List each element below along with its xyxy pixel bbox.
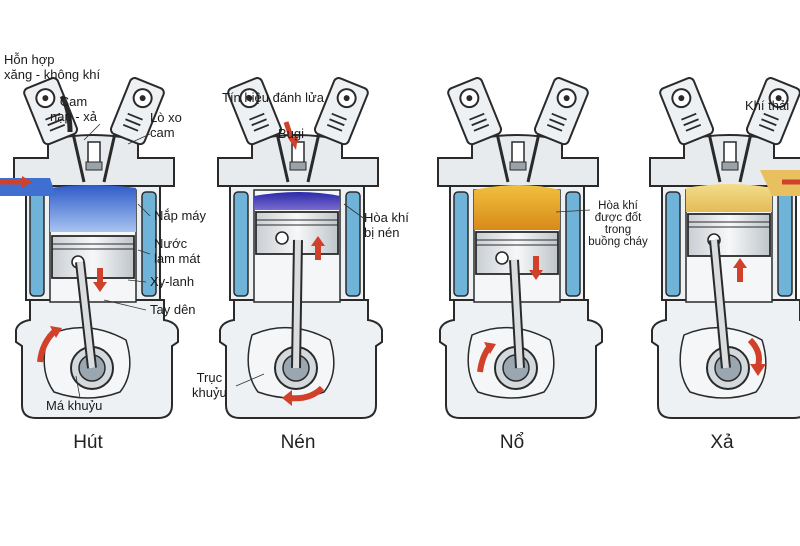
valve-spring-line2: cam <box>150 125 175 140</box>
coolant-line1: Nước <box>154 236 188 251</box>
fuel-mix-line1: Hỗn hợp <box>4 52 55 67</box>
spark-plug-label: Bugi <box>278 126 305 141</box>
stroke-title-exhaust: Xả <box>710 432 734 453</box>
crankshaft-line2: khuỷu <box>192 385 227 400</box>
engine-compression <box>216 75 384 420</box>
crankshaft-line1: Trục <box>196 370 223 385</box>
burned-mix-label: Hòa khí được đốt trong buồng cháy <box>578 200 658 248</box>
cam-line2: nạp - xả <box>50 109 97 124</box>
burned-mix-line1: Hòa khí <box>598 200 638 212</box>
leader-lines <box>75 123 591 399</box>
cam-label: Cam nạp - xả <box>50 94 97 124</box>
connecting-rod-label: Tay dên <box>150 302 196 317</box>
cam-line1: Cam <box>59 94 88 109</box>
stroke-title-intake: Hút <box>73 432 103 453</box>
burned-mix-line4: buồng cháy <box>588 236 648 248</box>
burned-mix-line3: trong <box>604 224 632 236</box>
engine-power <box>436 75 604 420</box>
crank-web-label: Má khuỷu <box>46 398 103 413</box>
exhaust-gas-label: Khí thải <box>745 98 790 113</box>
cylinder-label: Xy-lanh <box>150 274 195 289</box>
compressed-mix-line1: Hòa khí <box>364 210 409 225</box>
stroke-title-power: Nổ <box>499 432 525 453</box>
coolant-line2: làm mát <box>154 251 201 266</box>
valve-spring-label: Lò xo cam <box>150 110 182 140</box>
valve-spring-line1: Lò xo <box>150 110 182 125</box>
ignition-signal-label: Tín hiệu đánh lửa <box>222 90 324 105</box>
fuel-mix-line2: xăng - không khí <box>4 67 101 82</box>
coolant-label: Nước làm mát <box>154 236 200 266</box>
engine-intake <box>0 75 180 420</box>
compressed-mix-label: Hòa khí bị nén <box>364 210 409 240</box>
compressed-mix-line2: bị nén <box>364 225 400 240</box>
cylinder-head-label: Nắp máy <box>154 208 207 223</box>
fuel-mix-label: Hỗn hợp xăng - không khí <box>4 52 100 82</box>
stroke-title-compression: Nén <box>280 432 316 453</box>
crankshaft-label: Trục khuỷu <box>192 370 227 400</box>
burned-mix-line2: được đốt <box>594 212 642 224</box>
engine-exhaust <box>648 75 800 420</box>
